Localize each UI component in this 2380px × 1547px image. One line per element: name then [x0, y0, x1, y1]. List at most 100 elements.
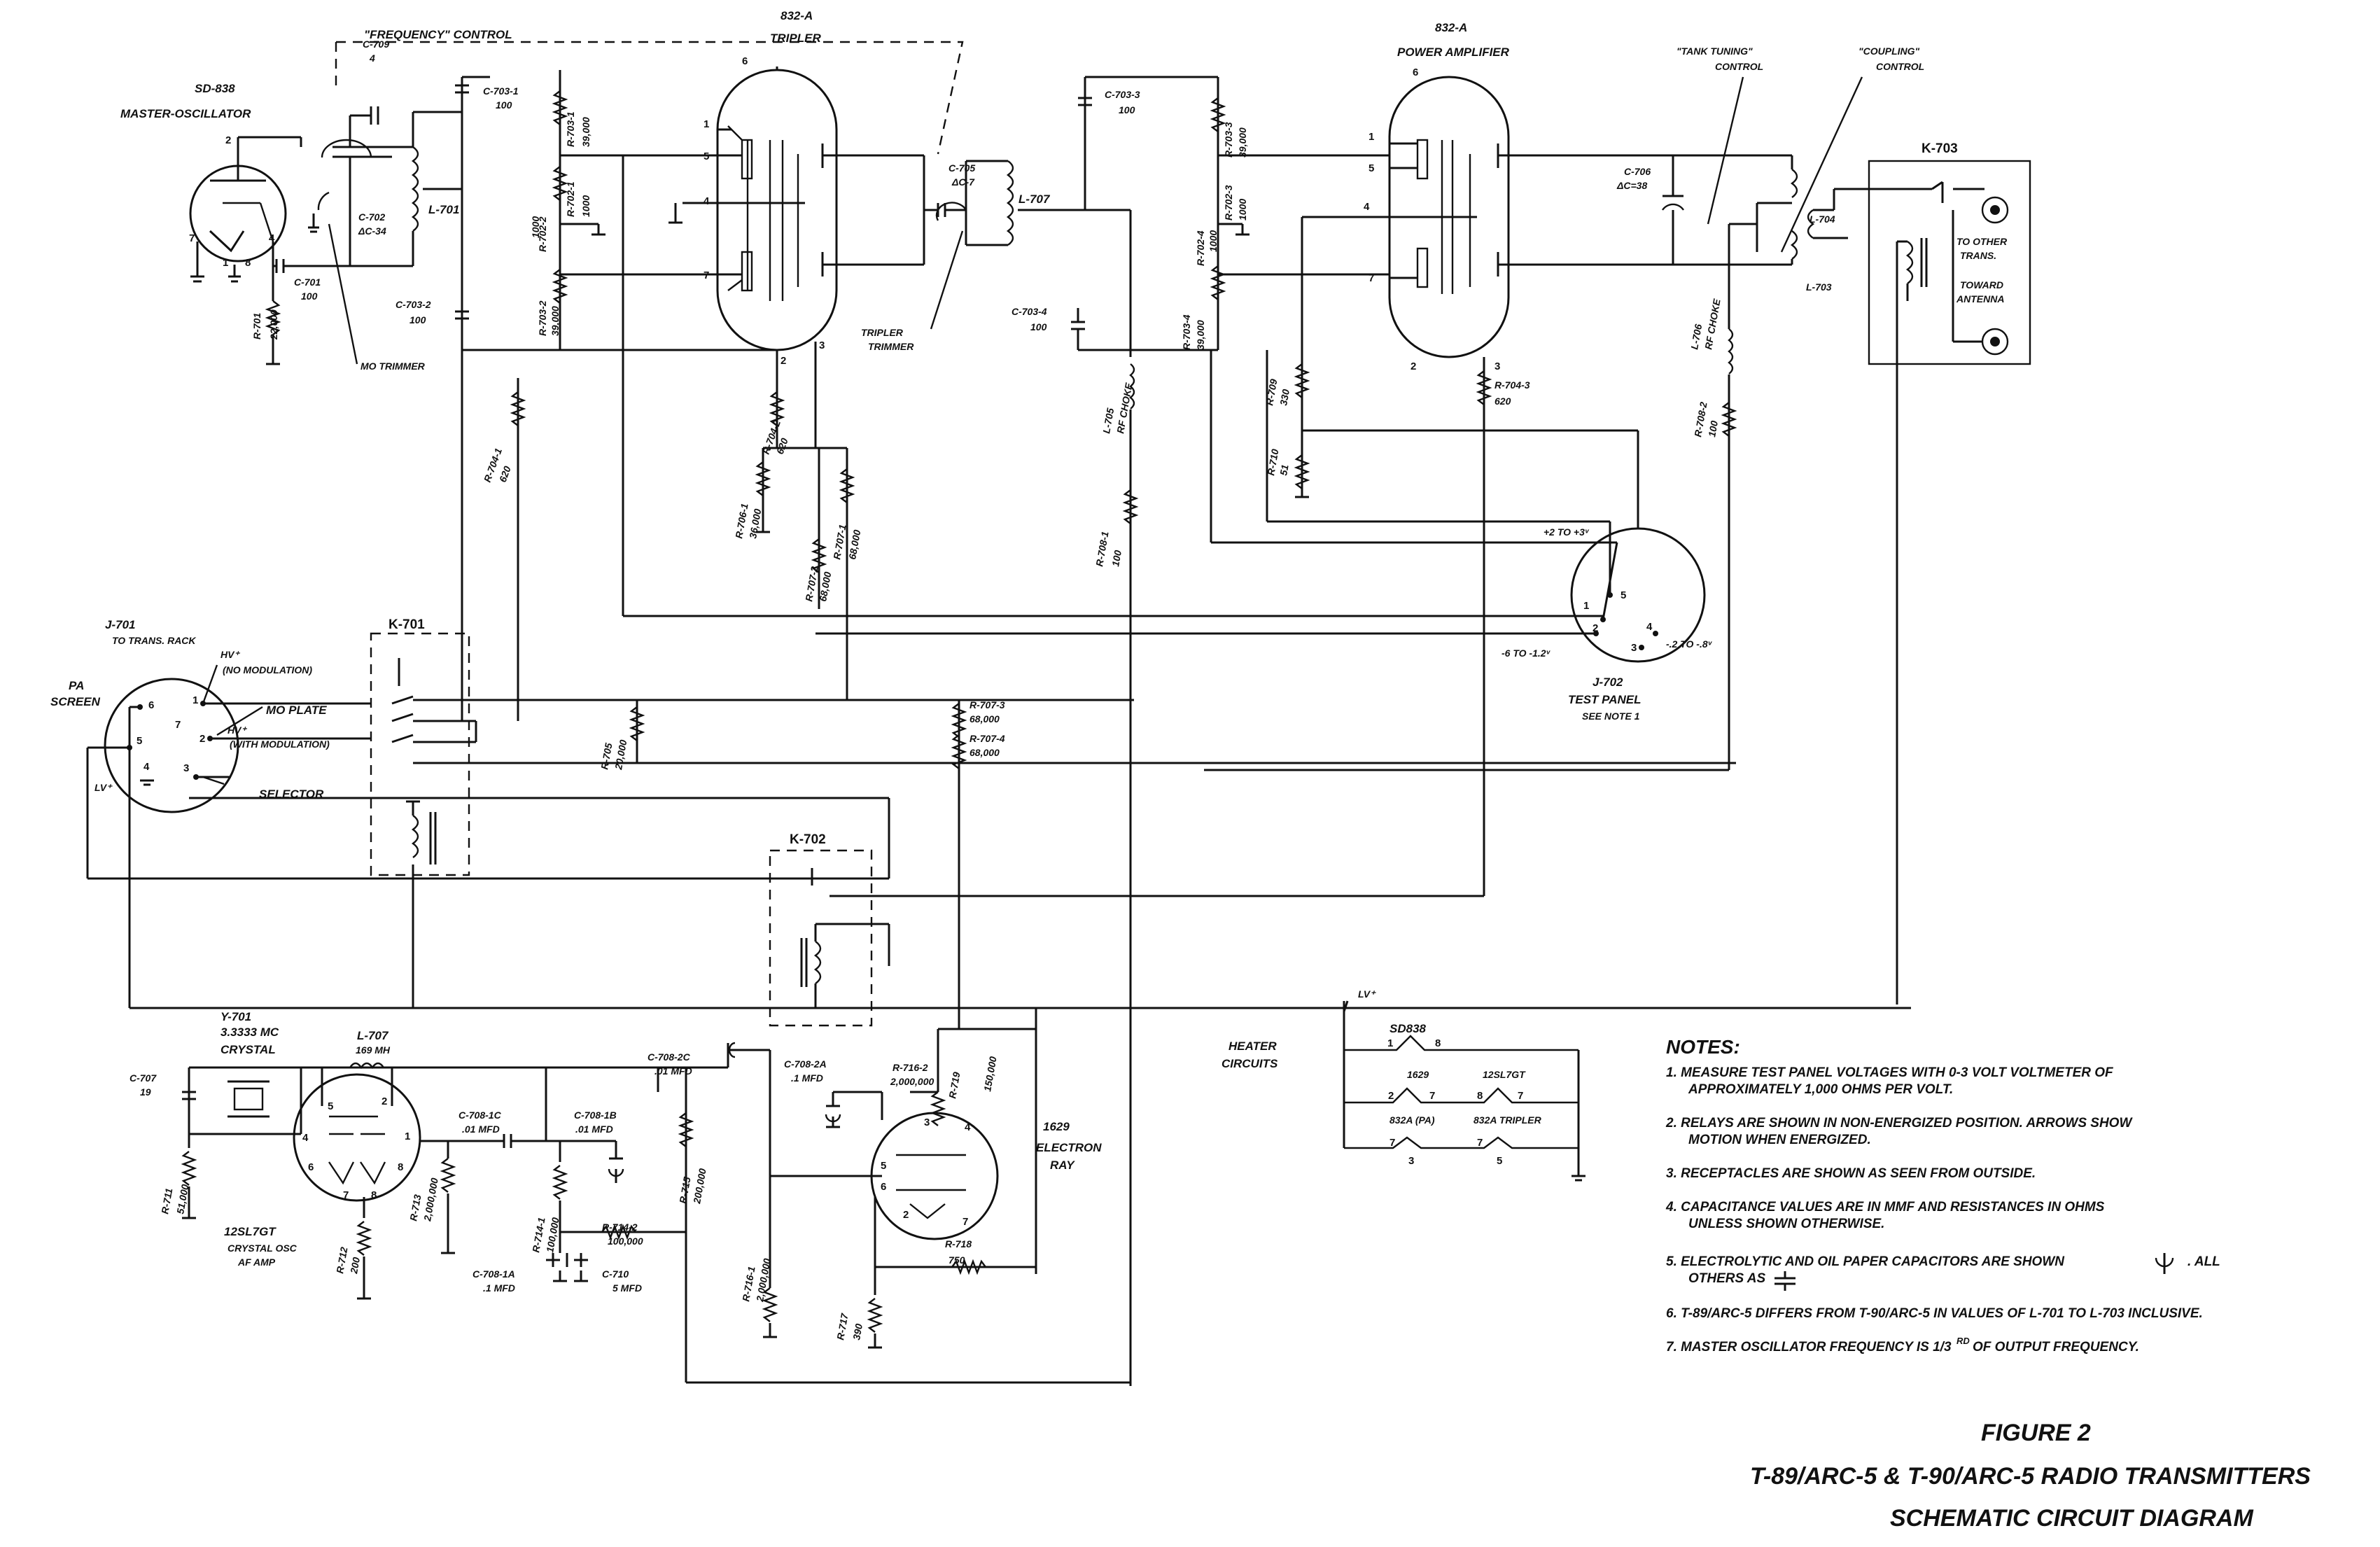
- standard-capacitor-symbol: [1774, 1271, 1795, 1291]
- tank-circuit: "TANK TUNING" CONTROL "COUPLING" CONTROL…: [1204, 46, 1932, 771]
- y701-value: 3.3333 MC: [220, 1026, 279, 1039]
- svg-text:8: 8: [398, 1161, 403, 1173]
- r704-3-label: R-704-3: [1494, 379, 1530, 391]
- svg-text:3: 3: [183, 762, 189, 774]
- tripler-output-network: C-705 ΔC-7 TRIPLER TRIMMER L-707 C-703-3…: [861, 76, 1218, 1386]
- svg-text:3: 3: [924, 1116, 930, 1128]
- svg-text:3: 3: [1494, 360, 1500, 372]
- c707-value: 19: [140, 1086, 151, 1098]
- antenna-label: ANTENNA: [1956, 293, 2004, 304]
- svg-text:2: 2: [780, 355, 786, 367]
- svg-text:7: 7: [1368, 272, 1374, 284]
- test-panel-label: TEST PANEL: [1568, 693, 1642, 706]
- tripler-trimmer-label-1: TRIPLER: [861, 327, 904, 338]
- svg-text:1: 1: [1583, 600, 1589, 612]
- r708-2-value: 100: [1706, 420, 1720, 438]
- see-note-label: SEE NOTE 1: [1582, 710, 1640, 722]
- k703-label: K-703: [1921, 141, 1958, 156]
- svg-text:5: 5: [328, 1100, 333, 1112]
- svg-text:3: 3: [1631, 642, 1637, 654]
- r703-1-label: R-703-1: [565, 111, 576, 147]
- r702-2-label: R-702-2: [537, 216, 548, 252]
- pa-grid-network: R-703-3 39,000 R-702-3 1000 R-702-4 1000…: [1181, 77, 1638, 544]
- r707-1-label: R-707-1: [831, 524, 848, 561]
- r717-label: R-717: [834, 1312, 850, 1341]
- k701-label: K-701: [388, 617, 425, 632]
- eye-title-2: RAY: [1050, 1158, 1075, 1172]
- r714-1-value: 100,000: [544, 1217, 561, 1254]
- c708-1c-label: C-708-1C: [458, 1110, 502, 1121]
- l707b-value: 169 MH: [356, 1044, 391, 1056]
- svg-text:7: 7: [1477, 1137, 1483, 1149]
- svg-text:1: 1: [1368, 131, 1374, 143]
- to-other-label: TO OTHER: [1956, 236, 2008, 247]
- to-rack-label: TO TRANS. RACK: [112, 635, 196, 646]
- svg-text:1: 1: [192, 694, 198, 706]
- crystal-label: CRYSTAL: [220, 1043, 276, 1056]
- l701-label: L-701: [428, 203, 459, 216]
- r704-2-value: 620: [774, 436, 790, 456]
- svg-text:7: 7: [1429, 1090, 1435, 1102]
- tripler-cathode-network: R-704-2 620 R-706-1 36,000 R-707-1 68,00…: [733, 364, 862, 686]
- c703-1-value: 100: [496, 99, 512, 111]
- c703-4-label: C-703-4: [1011, 306, 1047, 317]
- svg-text:2: 2: [225, 134, 231, 146]
- r718-value: 750: [948, 1254, 965, 1266]
- svg-text:8: 8: [245, 257, 251, 269]
- svg-text:4: 4: [704, 195, 710, 207]
- r707-1-value: 68,000: [846, 528, 862, 560]
- coupling-label: "COUPLING": [1858, 46, 1920, 57]
- r716-2-label: R-716-2: [892, 1062, 928, 1073]
- c703-2-value: 100: [410, 314, 426, 326]
- svg-text:2: 2: [1410, 360, 1416, 372]
- heater-lv-label: LV⁺: [1358, 988, 1376, 1000]
- lv-label: LV⁺: [94, 782, 113, 793]
- pa-title: POWER AMPLIFIER: [1397, 46, 1510, 59]
- c708-2a-label: C-708-2A: [784, 1058, 827, 1070]
- svg-text:6: 6: [1413, 66, 1418, 78]
- c706-label: C-706: [1624, 166, 1651, 177]
- c703-3-value: 100: [1119, 104, 1135, 115]
- svg-text:8: 8: [371, 1189, 377, 1201]
- tripler-grid-network: R-703-1 39,000 R-702-1 1000 R-702-2 1000…: [482, 70, 718, 714]
- tripler-title: TRIPLER: [770, 31, 821, 45]
- svg-text:5: 5: [1620, 589, 1626, 601]
- svg-text:2: 2: [1388, 1090, 1394, 1102]
- k701-box: [370, 632, 470, 876]
- c702-label: C-702: [358, 211, 385, 223]
- notes-title: NOTES:: [1666, 1036, 1740, 1058]
- c709-label: C-709: [363, 38, 389, 50]
- svg-text:6: 6: [148, 699, 154, 711]
- mo-plate-label: MO PLATE: [266, 704, 327, 717]
- l707a-label: L-707: [1018, 192, 1051, 206]
- c705-value: ΔC-7: [951, 176, 975, 188]
- eye-tube-label: 1629: [1043, 1120, 1070, 1133]
- hv-no-mod-label-2: (NO MODULATION): [223, 664, 312, 676]
- c702-value: ΔC-34: [358, 225, 386, 237]
- svg-text:1: 1: [405, 1130, 410, 1142]
- r707-4-value: 68,000: [969, 747, 1000, 758]
- j701-connector: J-701 TO TRANS. RACK 6 1 7 2 5 4 3 HV⁺ (…: [50, 618, 1911, 1009]
- pa-screen-label-2: SCREEN: [50, 695, 101, 708]
- c708-2c-label: C-708-2C: [648, 1051, 691, 1063]
- c701-label: C-701: [294, 276, 321, 288]
- r707-3-label: R-707-3: [969, 699, 1005, 710]
- hv-no-mod-label-1: HV⁺: [220, 649, 240, 660]
- af-coupling-network: C-708-1C .01 MFD C-708-1B .01 MFD C-708-…: [420, 1042, 1130, 1384]
- frequency-control-box: "FREQUENCY" CONTROL: [335, 28, 964, 155]
- note-6: 6. T-89/ARC-5 DIFFERS FROM T-90/ARC-5 IN…: [1666, 1306, 2203, 1321]
- r703-2-label: R-703-2: [537, 300, 548, 336]
- svg-text:6: 6: [308, 1161, 314, 1173]
- svg-text:6: 6: [881, 1181, 886, 1193]
- svg-text:1: 1: [1387, 1037, 1393, 1049]
- svg-text:4: 4: [1364, 201, 1370, 213]
- svg-text:3: 3: [819, 340, 825, 351]
- electron-ray-tube: [870, 1112, 999, 1240]
- svg-text:4: 4: [965, 1121, 971, 1133]
- r702-1-value: 1000: [580, 195, 592, 217]
- j701-label: J-701: [105, 618, 135, 631]
- r702-4-label: R-702-4: [1195, 230, 1206, 266]
- r703-3-value: 39,000: [1237, 127, 1248, 158]
- figure-title: T-89/ARC-5 & T-90/ARC-5 RADIO TRANSMITTE…: [1750, 1463, 2311, 1490]
- svg-text:5: 5: [1368, 162, 1374, 174]
